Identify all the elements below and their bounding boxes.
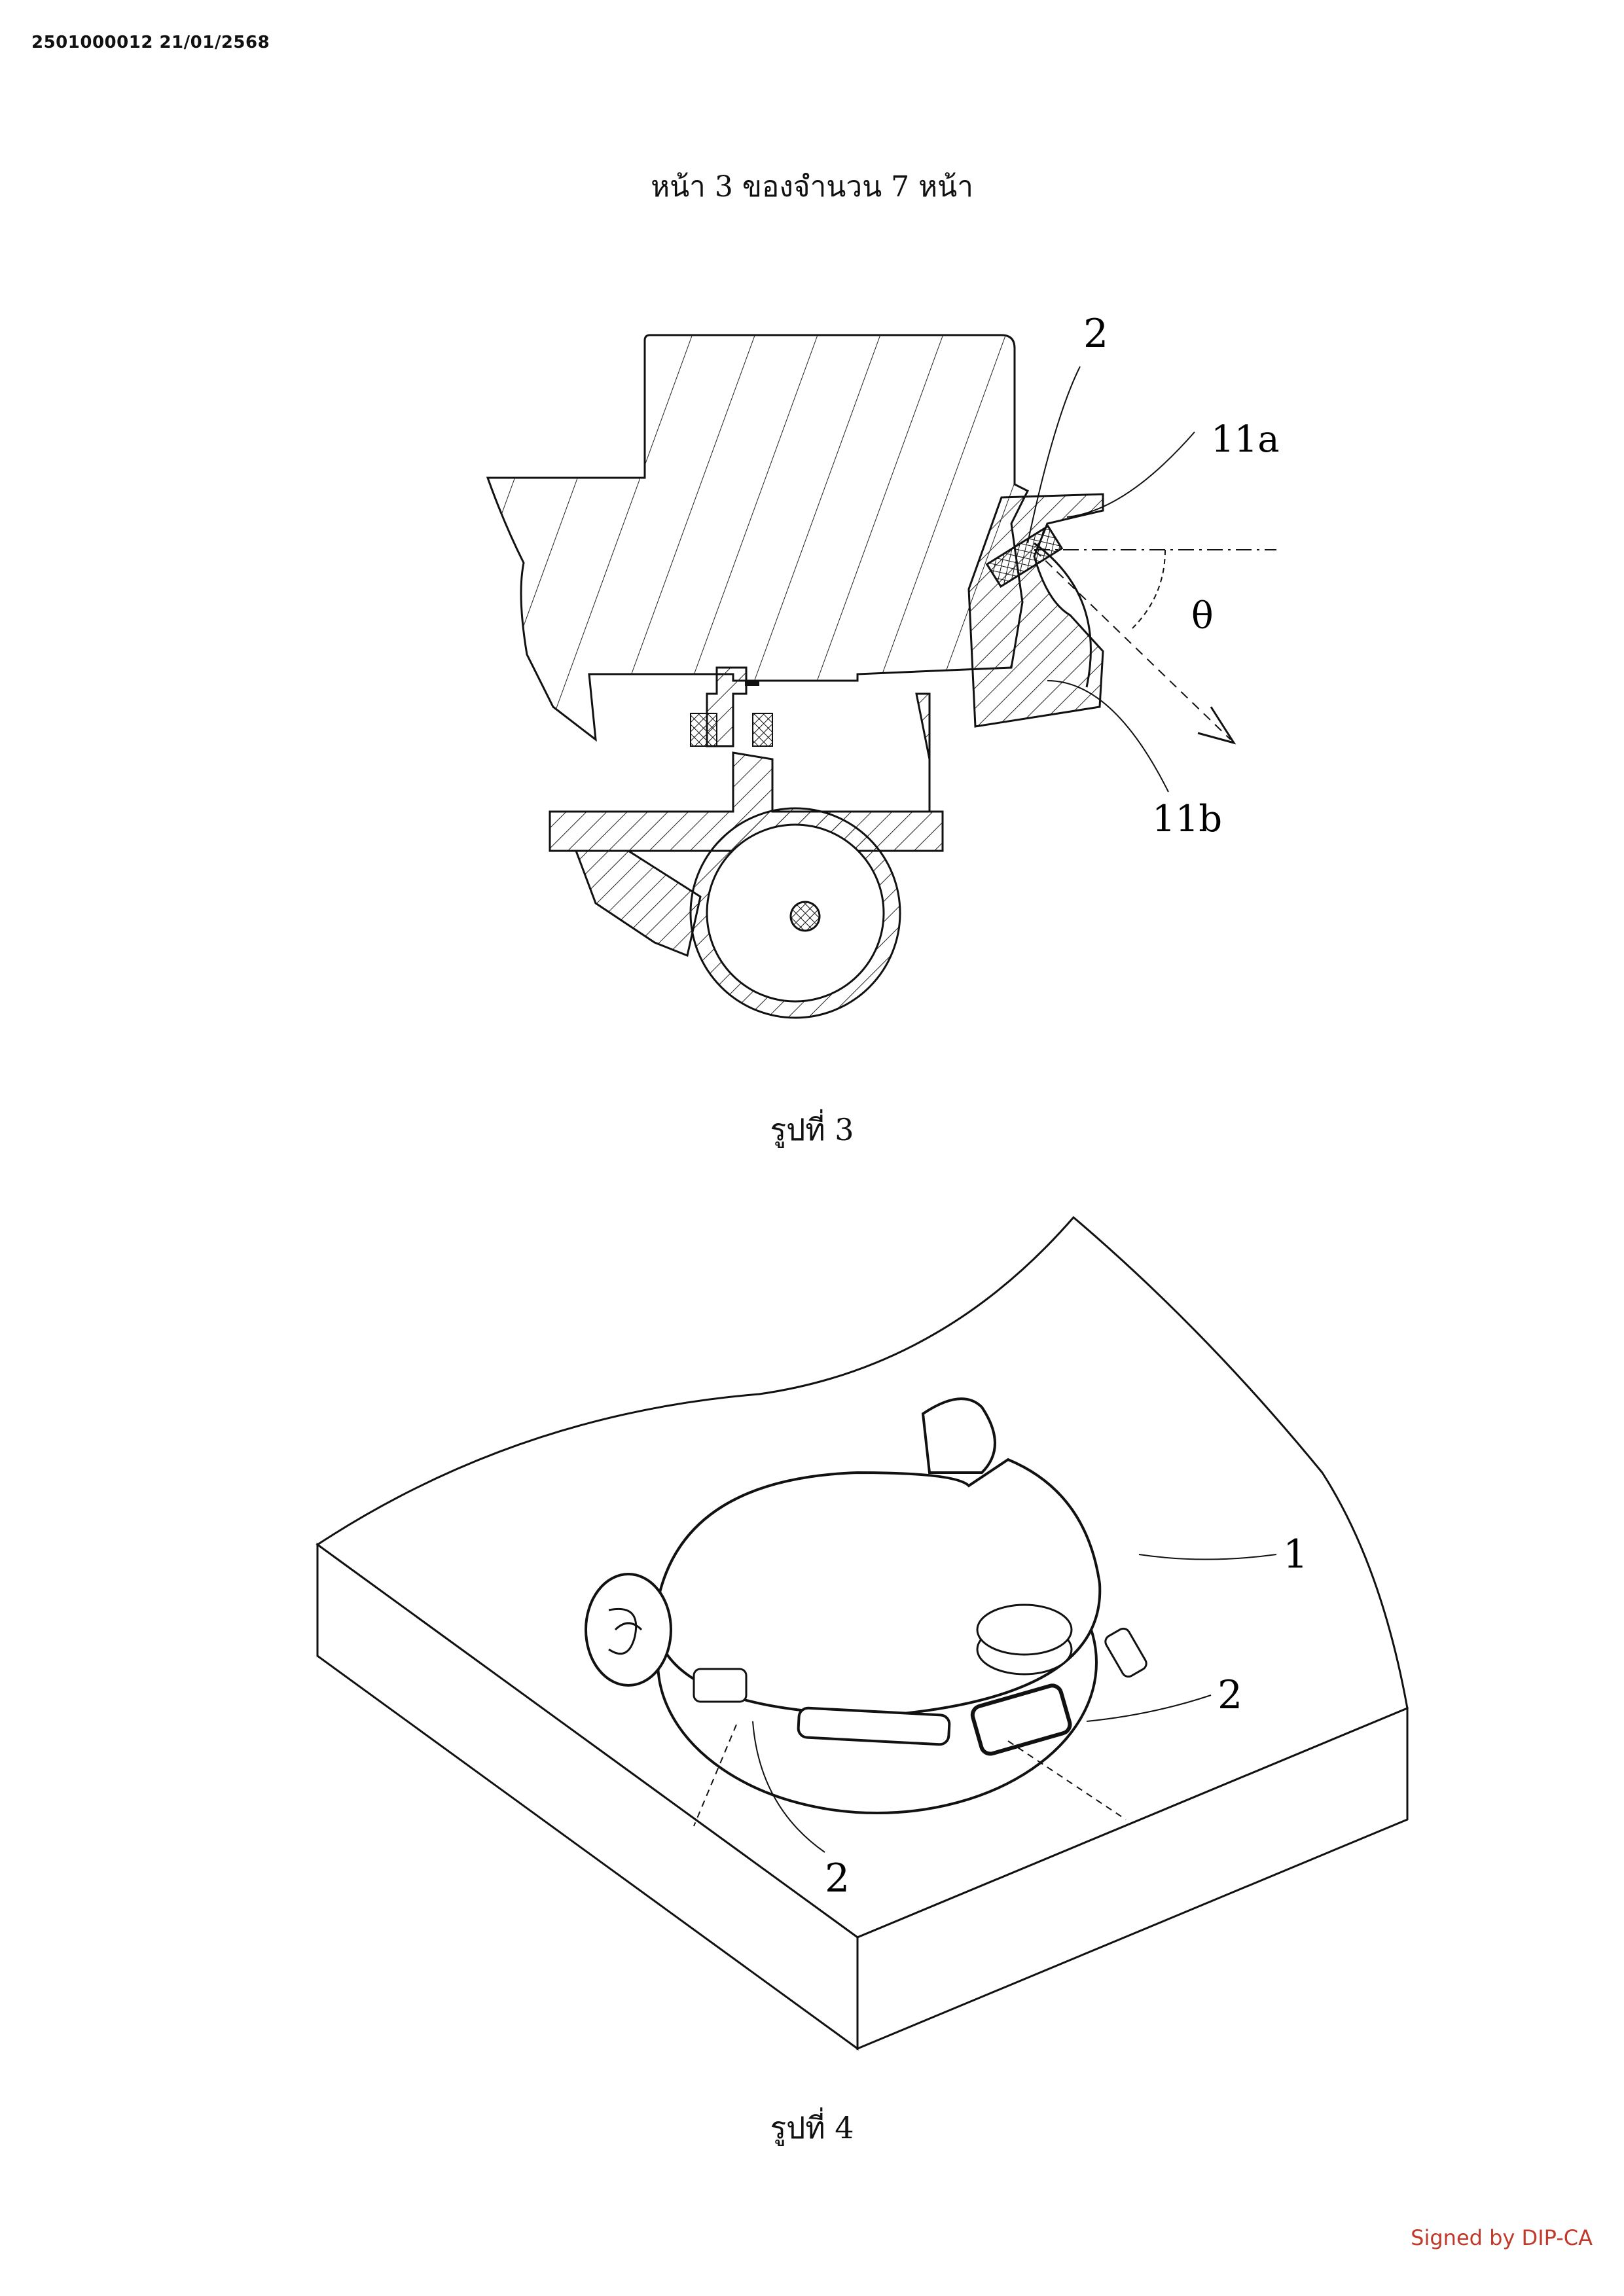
figure-3-drawing: 2 11a 11b θ bbox=[486, 311, 1280, 1019]
document-id-stamp: 2501000012 21/01/2568 bbox=[31, 33, 270, 52]
leader-11b bbox=[1047, 680, 1169, 793]
label-part-2: 2 bbox=[1083, 311, 1108, 357]
wheel-rear bbox=[921, 1397, 996, 1474]
side-window-left bbox=[693, 1668, 748, 1703]
leader-1 bbox=[1138, 1554, 1277, 1560]
support-strut bbox=[574, 850, 702, 958]
angle-arc bbox=[1132, 549, 1166, 629]
label-part-2-right: 2 bbox=[1218, 1672, 1242, 1718]
beam-right bbox=[1007, 1740, 1127, 1820]
leader-2-right bbox=[1086, 1695, 1212, 1722]
pin bbox=[745, 681, 759, 686]
wheel-left-spokes bbox=[608, 1607, 643, 1655]
sensor-element bbox=[985, 524, 1064, 588]
page-header: หน้า 3 ของจำนวน 7 หน้า bbox=[651, 170, 973, 204]
leader-11a bbox=[1066, 431, 1195, 518]
figure-3-cross-section: 2 11a 11b θ bbox=[458, 288, 1309, 1060]
figure-4-caption: รูปที่ 4 bbox=[770, 2110, 854, 2145]
screw-nut-2 bbox=[752, 713, 773, 747]
chassis-bottom bbox=[549, 692, 944, 852]
housing-body bbox=[486, 334, 1030, 742]
side-window-right bbox=[970, 1683, 1072, 1756]
label-part-11b: 11b bbox=[1152, 798, 1222, 840]
leader-2 bbox=[1027, 366, 1081, 544]
side-window-middle bbox=[797, 1706, 951, 1746]
label-part-11a: 11a bbox=[1211, 418, 1280, 461]
top-button bbox=[976, 1604, 1073, 1656]
label-part-2-left: 2 bbox=[825, 1856, 850, 1901]
wheel-left bbox=[585, 1573, 672, 1687]
floor-front-side bbox=[856, 1706, 1409, 2051]
figure-4-isometric: 1 2 2 bbox=[301, 1198, 1414, 2062]
label-part-1: 1 bbox=[1283, 1532, 1308, 1577]
side-window-far-right bbox=[1104, 1627, 1147, 1678]
sensor-window bbox=[1034, 542, 1092, 688]
screw-nut bbox=[690, 713, 717, 747]
label-angle-theta: θ bbox=[1191, 595, 1214, 637]
figure-3-caption: รูปที่ 3 bbox=[770, 1112, 854, 1147]
figure-4-drawing: 1 2 2 bbox=[316, 1215, 1409, 2051]
digital-signature-note: Signed by DIP-CA bbox=[1411, 2225, 1593, 2250]
beam-arrowhead bbox=[1197, 706, 1236, 745]
wheel-axle bbox=[789, 901, 821, 932]
beam-direction bbox=[1034, 549, 1231, 740]
leader-2-left bbox=[752, 1721, 825, 1853]
